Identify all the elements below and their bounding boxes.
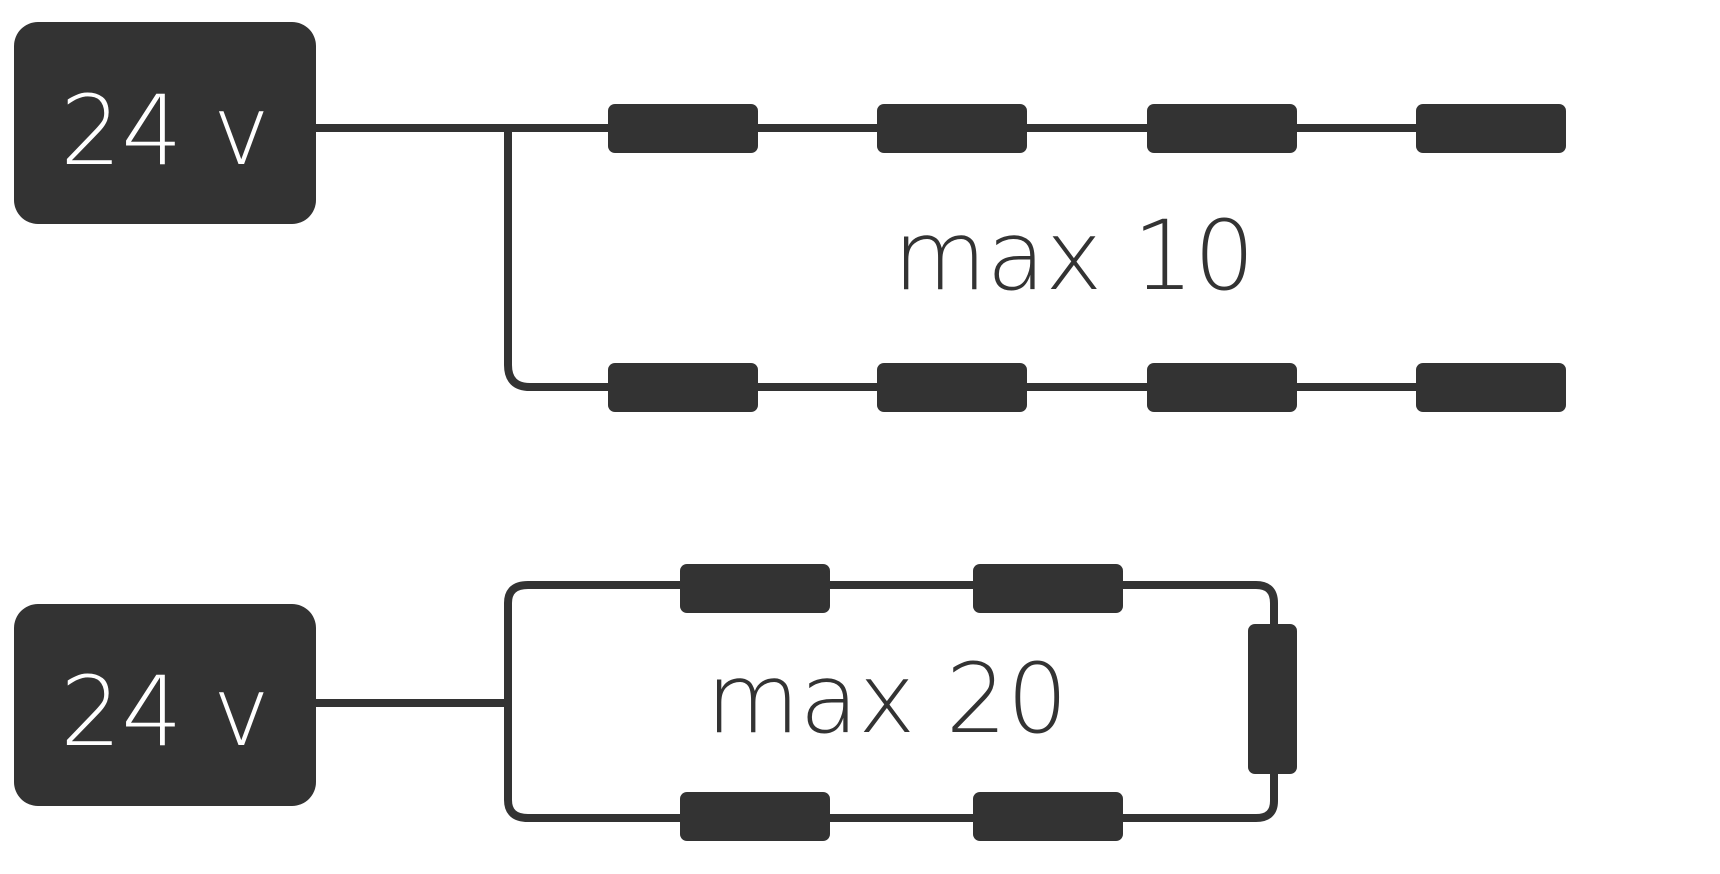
power-supply-label-1: 24 v bbox=[60, 75, 269, 187]
light-fixture bbox=[877, 363, 1027, 412]
light-fixture bbox=[1416, 363, 1566, 412]
light-fixture bbox=[608, 104, 758, 153]
light-fixture bbox=[877, 104, 1027, 153]
branched-wiring-diagram: 24 v max 10 bbox=[14, 22, 1566, 412]
power-supply-label-2: 24 v bbox=[60, 656, 269, 768]
light-fixture bbox=[680, 564, 830, 613]
light-fixture bbox=[1416, 104, 1566, 153]
power-supply-box-2 bbox=[14, 604, 316, 806]
loop-wiring-diagram: 24 v max 20 bbox=[14, 564, 1297, 841]
light-fixture bbox=[973, 792, 1123, 841]
light-fixture bbox=[1147, 363, 1297, 412]
power-supply-box-1 bbox=[14, 22, 316, 224]
light-fixture bbox=[680, 792, 830, 841]
max-count-label-1: max 10 bbox=[893, 200, 1255, 312]
branch-wire bbox=[504, 128, 1560, 391]
light-fixture bbox=[1248, 624, 1297, 774]
light-fixture bbox=[1147, 104, 1297, 153]
light-fixture bbox=[973, 564, 1123, 613]
max-count-label-2: max 20 bbox=[706, 643, 1068, 755]
light-fixture bbox=[608, 363, 758, 412]
